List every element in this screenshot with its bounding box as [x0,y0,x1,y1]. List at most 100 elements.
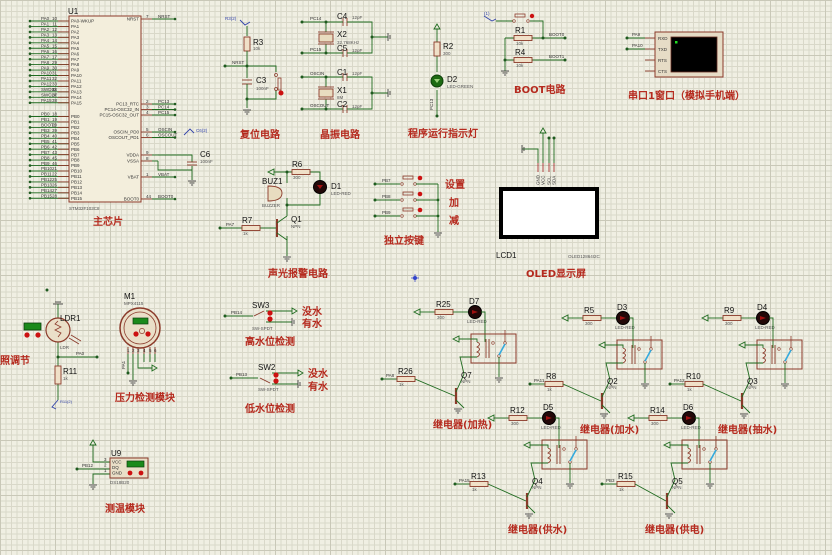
led-resistor[interactable] [434,309,454,315]
u1-pin-node[interactable] [28,19,32,23]
key-indicator[interactable] [417,175,423,181]
u1-pin-node[interactable] [28,30,32,34]
sw3-up-button[interactable] [267,310,273,316]
led-resistor[interactable] [722,315,742,321]
key-button[interactable] [402,175,414,180]
u1-pin-node[interactable] [28,153,32,156]
reset-button[interactable] [277,77,282,91]
u1-pin-node[interactable] [28,68,32,72]
base-resistor[interactable] [469,481,489,487]
led-resistor[interactable] [648,415,668,421]
u1-pin-node[interactable] [173,113,177,117]
key-indicator[interactable] [417,191,423,197]
boot-switch[interactable] [514,13,526,18]
u1-pin-node[interactable] [28,90,32,94]
ldr-increase-button[interactable] [35,332,41,338]
u1-pin-node[interactable] [28,169,32,173]
u1-pin-node[interactable] [28,46,32,50]
r2-resistor[interactable] [433,41,441,57]
r11-probe-icon[interactable] [51,399,59,410]
relay-body[interactable] [616,339,663,370]
u1-pin-node[interactable] [28,79,32,83]
key-indicator[interactable] [417,207,423,213]
uart-terminal-screen[interactable] [670,36,718,73]
u1-pin-node[interactable] [28,74,32,77]
oled-screen[interactable] [499,187,599,239]
u1-pin-node[interactable] [28,120,32,124]
relay-body[interactable] [681,439,728,470]
u1-pin-node[interactable] [28,63,32,66]
temp-increase-button[interactable] [138,470,144,476]
u1-pin-node[interactable] [28,41,32,45]
u1-pin-node[interactable] [28,36,32,39]
reset-button-indicator[interactable] [278,90,284,96]
u1-pin-node[interactable] [173,108,177,111]
u1-pin-node[interactable] [28,142,32,146]
r7-resistor[interactable] [241,225,261,231]
led-resistor[interactable] [508,415,528,421]
x2-crystal[interactable] [318,33,334,43]
u1-pin-node[interactable] [28,85,32,88]
boot-switch-indicator[interactable] [529,13,535,19]
base-resistor[interactable] [544,381,564,387]
u1-pin-node[interactable] [28,131,32,135]
u1-body[interactable] [68,15,142,203]
sw2-up-button[interactable] [273,372,279,378]
key-button[interactable] [402,207,414,212]
pressure-decrease-button[interactable] [133,331,139,337]
buzzer[interactable] [267,185,283,202]
high-water-switch[interactable]: PB14 SW3 SW-SPDT 没水 有水 高水位检测 [223,301,324,348]
led-resistor[interactable] [582,315,602,321]
u1-pin-node[interactable] [28,180,32,184]
relay-body[interactable] [541,439,588,470]
u1-pin-node[interactable] [28,147,32,151]
r3-probe-icon[interactable] [239,19,251,26]
u1-pin-node[interactable] [173,175,177,179]
u1-pin-node[interactable] [28,101,32,105]
x1-crystal[interactable] [318,88,334,98]
uart-terminal[interactable]: PA9 PA10 RXD TXD RTS CTS 串口1窗口（模拟手机端） [625,31,745,102]
temp-decrease-button[interactable] [127,470,133,476]
relay-body[interactable] [470,333,517,364]
base-resistor[interactable] [396,376,416,382]
sw2-lever[interactable] [259,377,271,384]
u1-pin-node[interactable] [173,17,177,21]
ldr-decrease-button[interactable] [24,332,30,338]
u1-pin-node[interactable] [28,137,32,140]
u1-pin-node[interactable] [28,25,32,28]
boot-circuit[interactable]: (1) R1 10k R4 10k BOOT0 BOOT1 BOOT电路 [483,11,567,96]
u1-pin-node[interactable] [28,175,32,178]
crystal-circuit[interactable]: PC14 PC15 X2 32.768KHz C4 12pF C5 12pF O… [300,12,391,141]
alarm-circuit[interactable]: R6 300 BUZ1 BUZZER D1 LED-RED PA7 R7 1k … [218,160,352,280]
u1-pin-node[interactable] [28,191,32,195]
u1-pin-node[interactable] [28,164,32,167]
u1-pin-node[interactable] [173,136,177,139]
run-led-circuit[interactable]: R2 300 D2 LED-GREEN PC13 程序运行指示灯 [408,23,478,140]
pressure-sensor-body[interactable] [119,307,161,349]
low-water-switch[interactable]: PB13 SW2 SW-SPDT 没水 有水 低水位检测 [229,363,330,415]
u1-pin-node[interactable] [28,196,32,200]
r1-resistor[interactable] [513,35,533,41]
r3-resistor[interactable] [243,36,251,52]
boot-probe-icon[interactable] [483,15,497,22]
u1-pin-node[interactable] [173,197,177,201]
u1-pin-node[interactable] [28,115,32,118]
u1-pin-node[interactable] [173,130,177,134]
r4-resistor[interactable] [513,57,533,63]
r6-resistor[interactable] [291,169,311,175]
sw3-down-button[interactable] [267,316,273,322]
relay-body[interactable] [756,339,803,370]
ldr-circuit[interactable]: LDR1 LDR PA0 R11 1k R11(2) 光照调节 [0,288,99,410]
base-resistor[interactable] [616,481,636,487]
u1-pin-node[interactable] [28,186,32,189]
